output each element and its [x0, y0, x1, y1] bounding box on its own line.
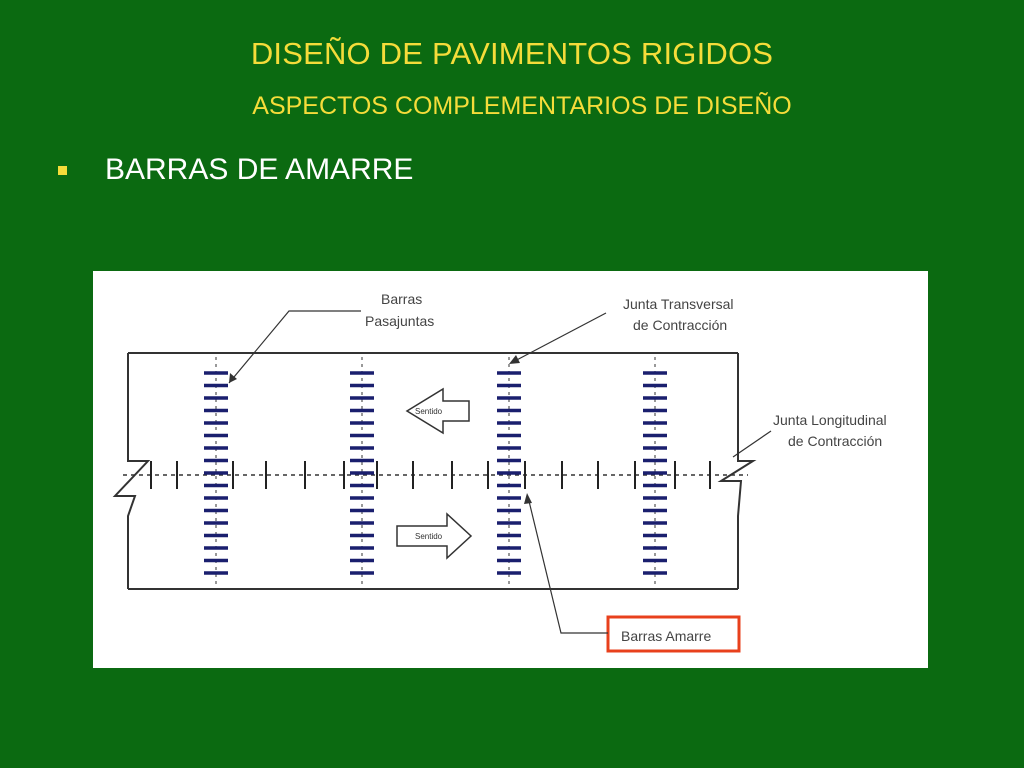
label-barras: Barras — [381, 291, 422, 307]
slide-title: DISEÑO DE PAVIMENTOS RIGIDOS — [250, 36, 774, 71]
tie-bars-group — [150, 461, 711, 489]
sentido-right-label: Sentido — [415, 532, 443, 541]
arrowhead-amarre — [524, 493, 532, 504]
label-barras-amarre: Barras Amarre — [621, 628, 711, 644]
label-de-contraccion-t: de Contracción — [633, 317, 727, 333]
sentido-left-label: Sentido — [415, 407, 443, 416]
leader-amarre — [527, 496, 608, 634]
label-junta-longitudinal: Junta Longitudinal — [773, 412, 887, 428]
direction-arrow-right: Sentido — [396, 512, 473, 560]
diagram-svg: Sentido Sentido Barras Pasajuntas Junta … — [112, 291, 887, 653]
arrowhead-transversal — [509, 355, 520, 364]
slab-right-break — [717, 353, 757, 589]
bullet-item: BARRAS DE AMARRE — [58, 150, 413, 190]
bullet-text: BARRAS DE AMARRE — [105, 153, 414, 186]
slide-subtitle: ASPECTOS COMPLEMENTARIOS DE DISEÑO — [252, 92, 792, 120]
arrowhead-pasajuntas — [229, 373, 237, 383]
leader-longitudinal — [732, 430, 772, 458]
leader-pasajuntas — [228, 310, 361, 384]
pavement-joint-diagram: Sentido Sentido Barras Pasajuntas Junta … — [93, 271, 928, 668]
leader-transversal — [510, 312, 607, 364]
direction-arrow-left: Sentido — [405, 387, 470, 435]
label-pasajuntas: Pasajuntas — [365, 313, 434, 329]
label-de-contraccion-l: de Contracción — [788, 433, 882, 449]
slab-left-break — [112, 353, 151, 589]
barras-amarre-highlight — [606, 615, 741, 653]
label-junta-transversal: Junta Transversal — [623, 296, 734, 312]
dowel-bars-group — [204, 357, 667, 585]
square-bullet-icon — [58, 165, 67, 175]
